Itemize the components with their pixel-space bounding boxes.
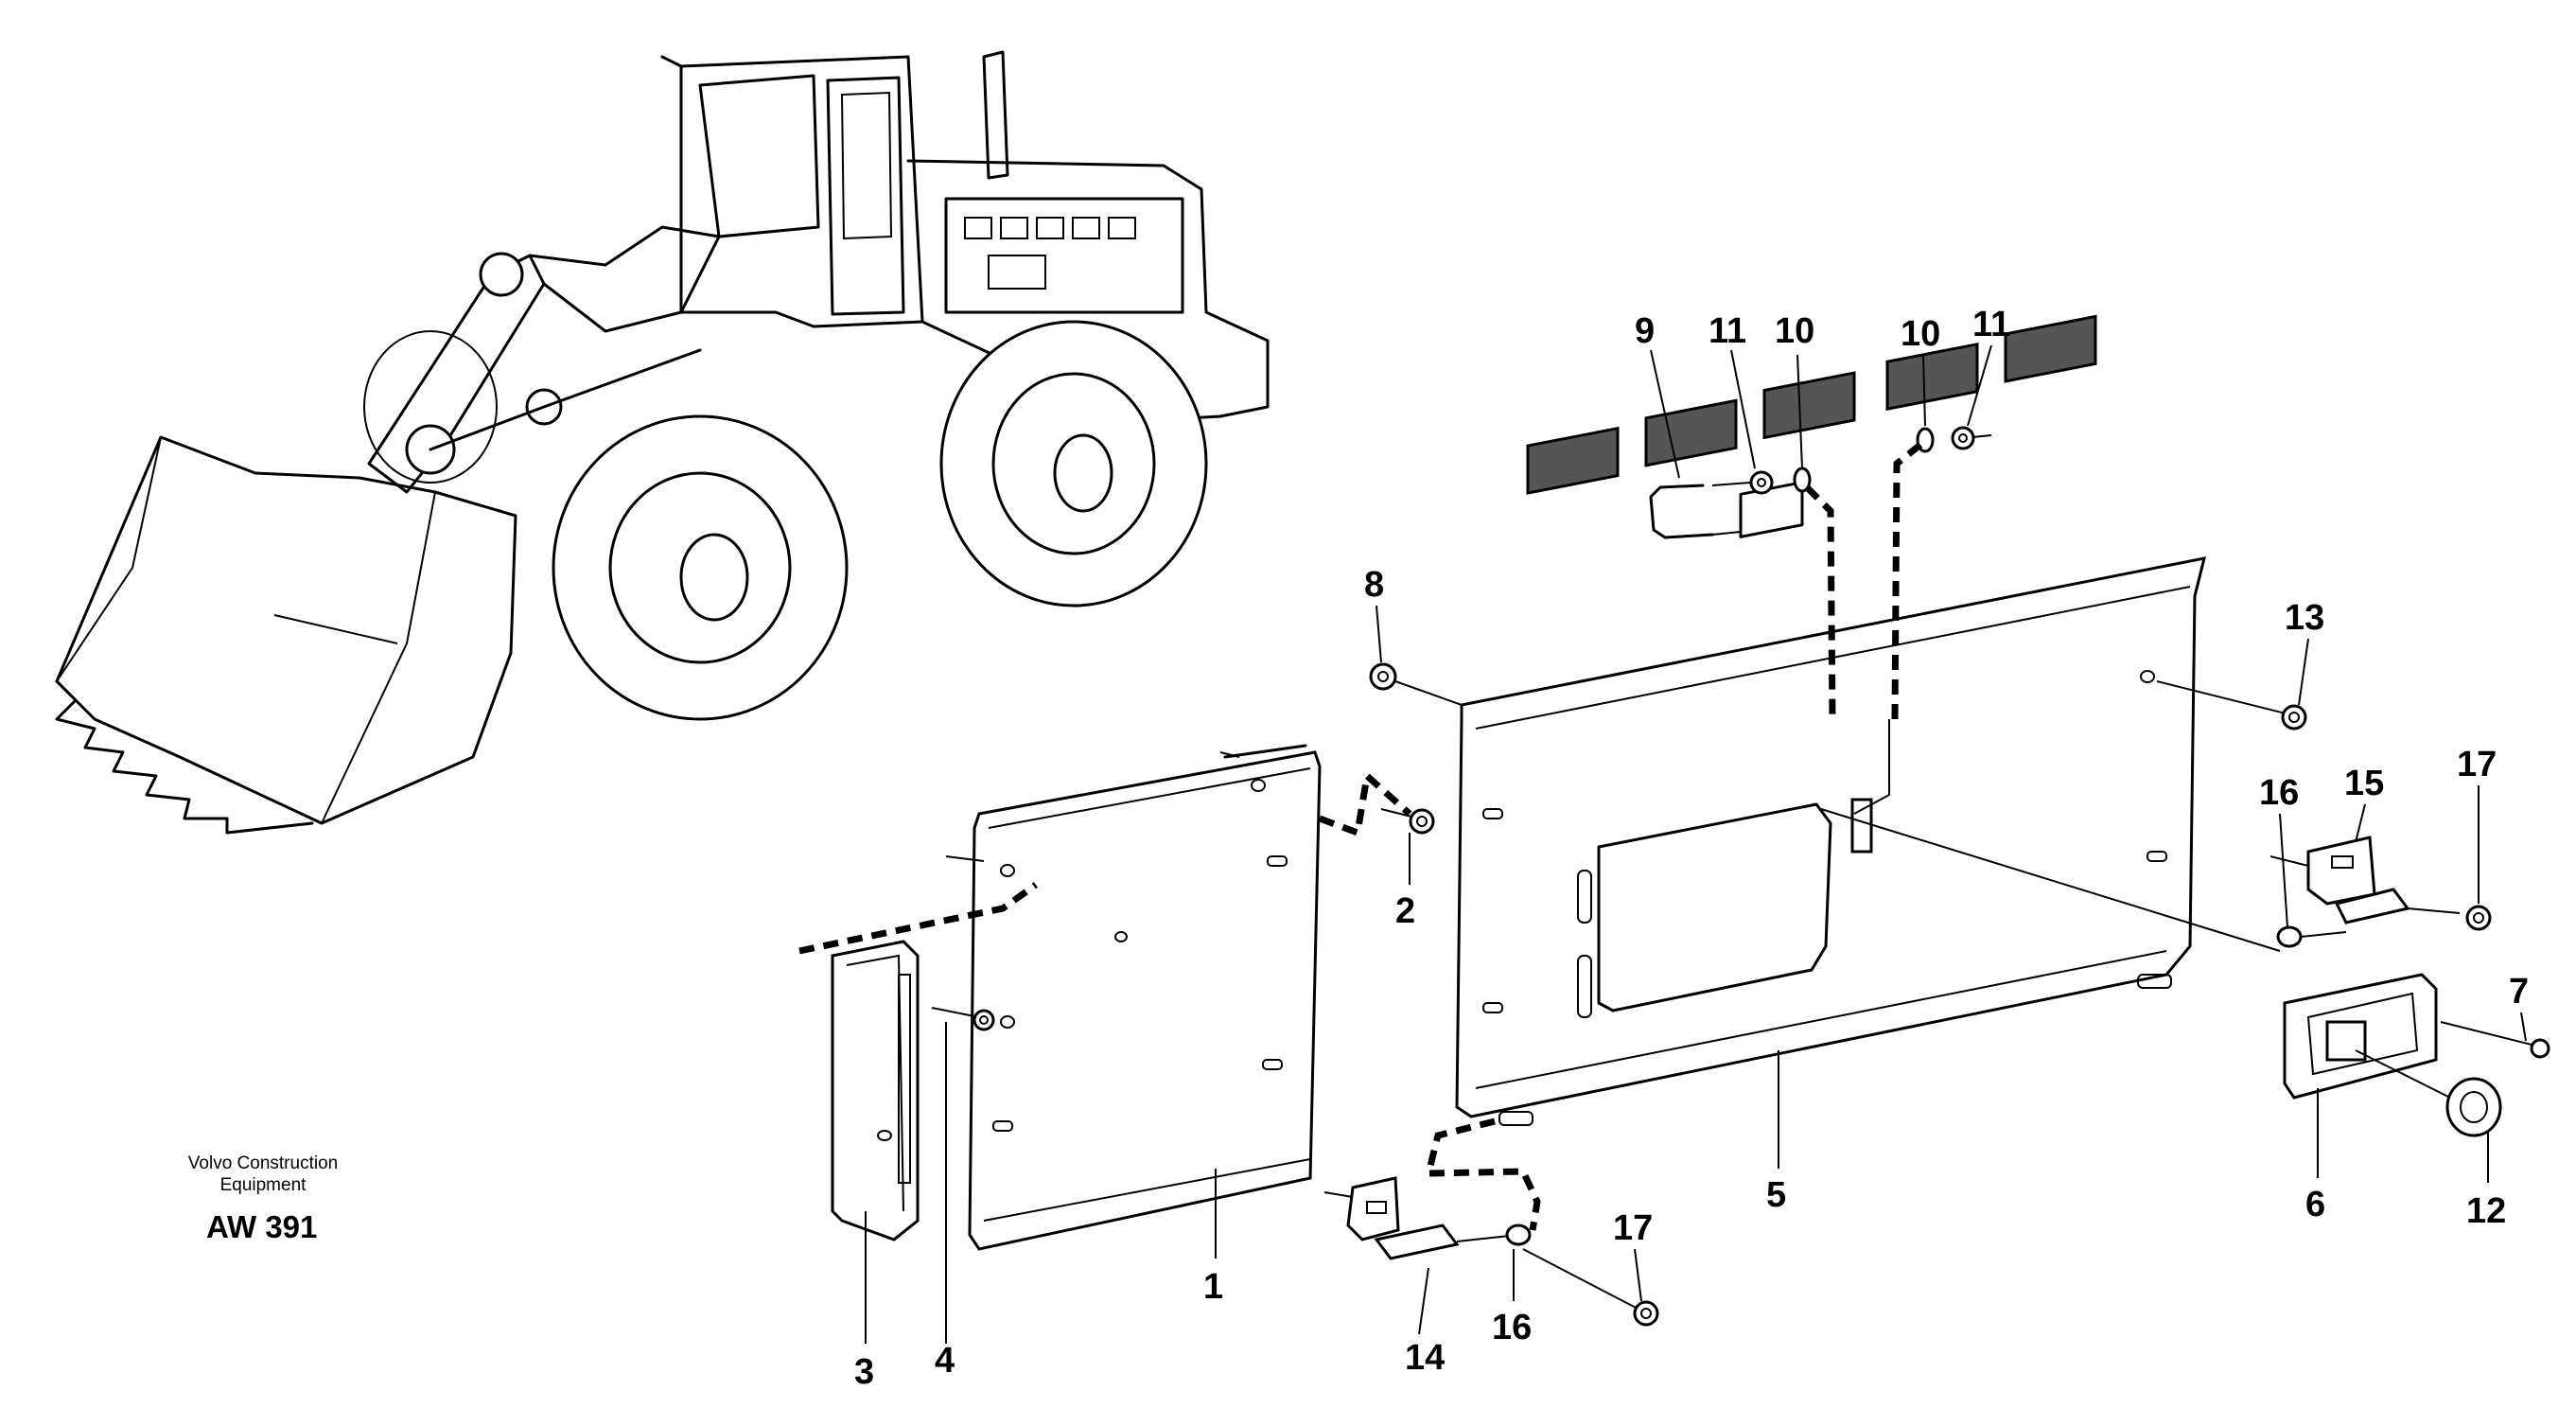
caption-line-2: Equipment xyxy=(220,1175,307,1195)
callout-14: 14 xyxy=(1405,1338,1445,1378)
wheel-loader-illustration xyxy=(55,50,1270,835)
callout-17-lower: 17 xyxy=(1613,1208,1653,1248)
part-17-bolt-right xyxy=(2465,905,2492,931)
part-16-washer-right xyxy=(2276,925,2347,948)
callout-5: 5 xyxy=(1766,1175,1786,1215)
part-16-washer-lower xyxy=(1505,1224,1532,1246)
callout-9: 9 xyxy=(1635,311,1655,351)
upper-right-connection-line xyxy=(1891,442,1923,720)
callout-13: 13 xyxy=(2285,598,2324,638)
callout-11-right: 11 xyxy=(1972,305,2010,344)
callout-1: 1 xyxy=(1203,1267,1223,1307)
callout-4: 4 xyxy=(935,1341,955,1381)
vent-grilles xyxy=(1526,314,2097,495)
part-6-latch xyxy=(2283,973,2438,1100)
part-2-connection-line xyxy=(1318,769,1412,837)
callout-6: 6 xyxy=(2305,1185,2325,1224)
manufacturer-caption: Volvo Construction Equipment AW 391 xyxy=(188,1153,338,1244)
callout-10-left: 10 xyxy=(1775,311,1814,351)
callout-16-right: 16 xyxy=(2259,773,2299,813)
parts-10-11-washers-left xyxy=(1749,467,1812,495)
callout-17-right: 17 xyxy=(2457,745,2497,784)
part-15-bracket xyxy=(2269,836,2461,924)
callout-numbers: 1 2 3 4 5 6 7 8 9 10 10 11 11 12 13 14 1… xyxy=(854,305,2529,1392)
caption-line-1: Volvo Construction xyxy=(188,1153,338,1173)
lower-connection-line xyxy=(1424,1118,1541,1231)
part-3-connection-line xyxy=(798,882,1039,955)
callout-12: 12 xyxy=(2466,1191,2506,1231)
leader-lines xyxy=(865,344,2527,1344)
part-8-nut xyxy=(1369,662,1463,706)
part-13-bolt xyxy=(2156,680,2307,731)
callout-8: 8 xyxy=(1364,565,1384,605)
parts-10-11-washers-right xyxy=(1916,426,1992,453)
callout-7: 7 xyxy=(2509,972,2529,1012)
part-9-u-bolt xyxy=(1649,482,1751,539)
callout-3: 3 xyxy=(854,1352,874,1392)
callout-10-right: 10 xyxy=(1901,314,1940,354)
callout-2: 2 xyxy=(1395,891,1415,931)
callout-11-left: 11 xyxy=(1709,311,1746,351)
callout-15: 15 xyxy=(2344,764,2384,803)
part-5-main-panel xyxy=(1455,314,2281,1126)
part-17-bolt-lower xyxy=(1522,1248,1659,1327)
part-7-screw xyxy=(2440,1021,2550,1059)
part-12-knob xyxy=(2355,1049,2502,1137)
figure-code: AW 391 xyxy=(206,1209,317,1244)
part-14-lower-bracket xyxy=(1323,1176,1519,1260)
part-4-screw xyxy=(931,1007,995,1031)
part-2-bolt xyxy=(1380,808,1435,835)
upper-left-connection-line xyxy=(1804,484,1836,720)
part-3-side-cover xyxy=(831,940,920,1241)
callout-16-lower: 16 xyxy=(1492,1308,1532,1347)
part-1-panel xyxy=(945,744,1322,1251)
